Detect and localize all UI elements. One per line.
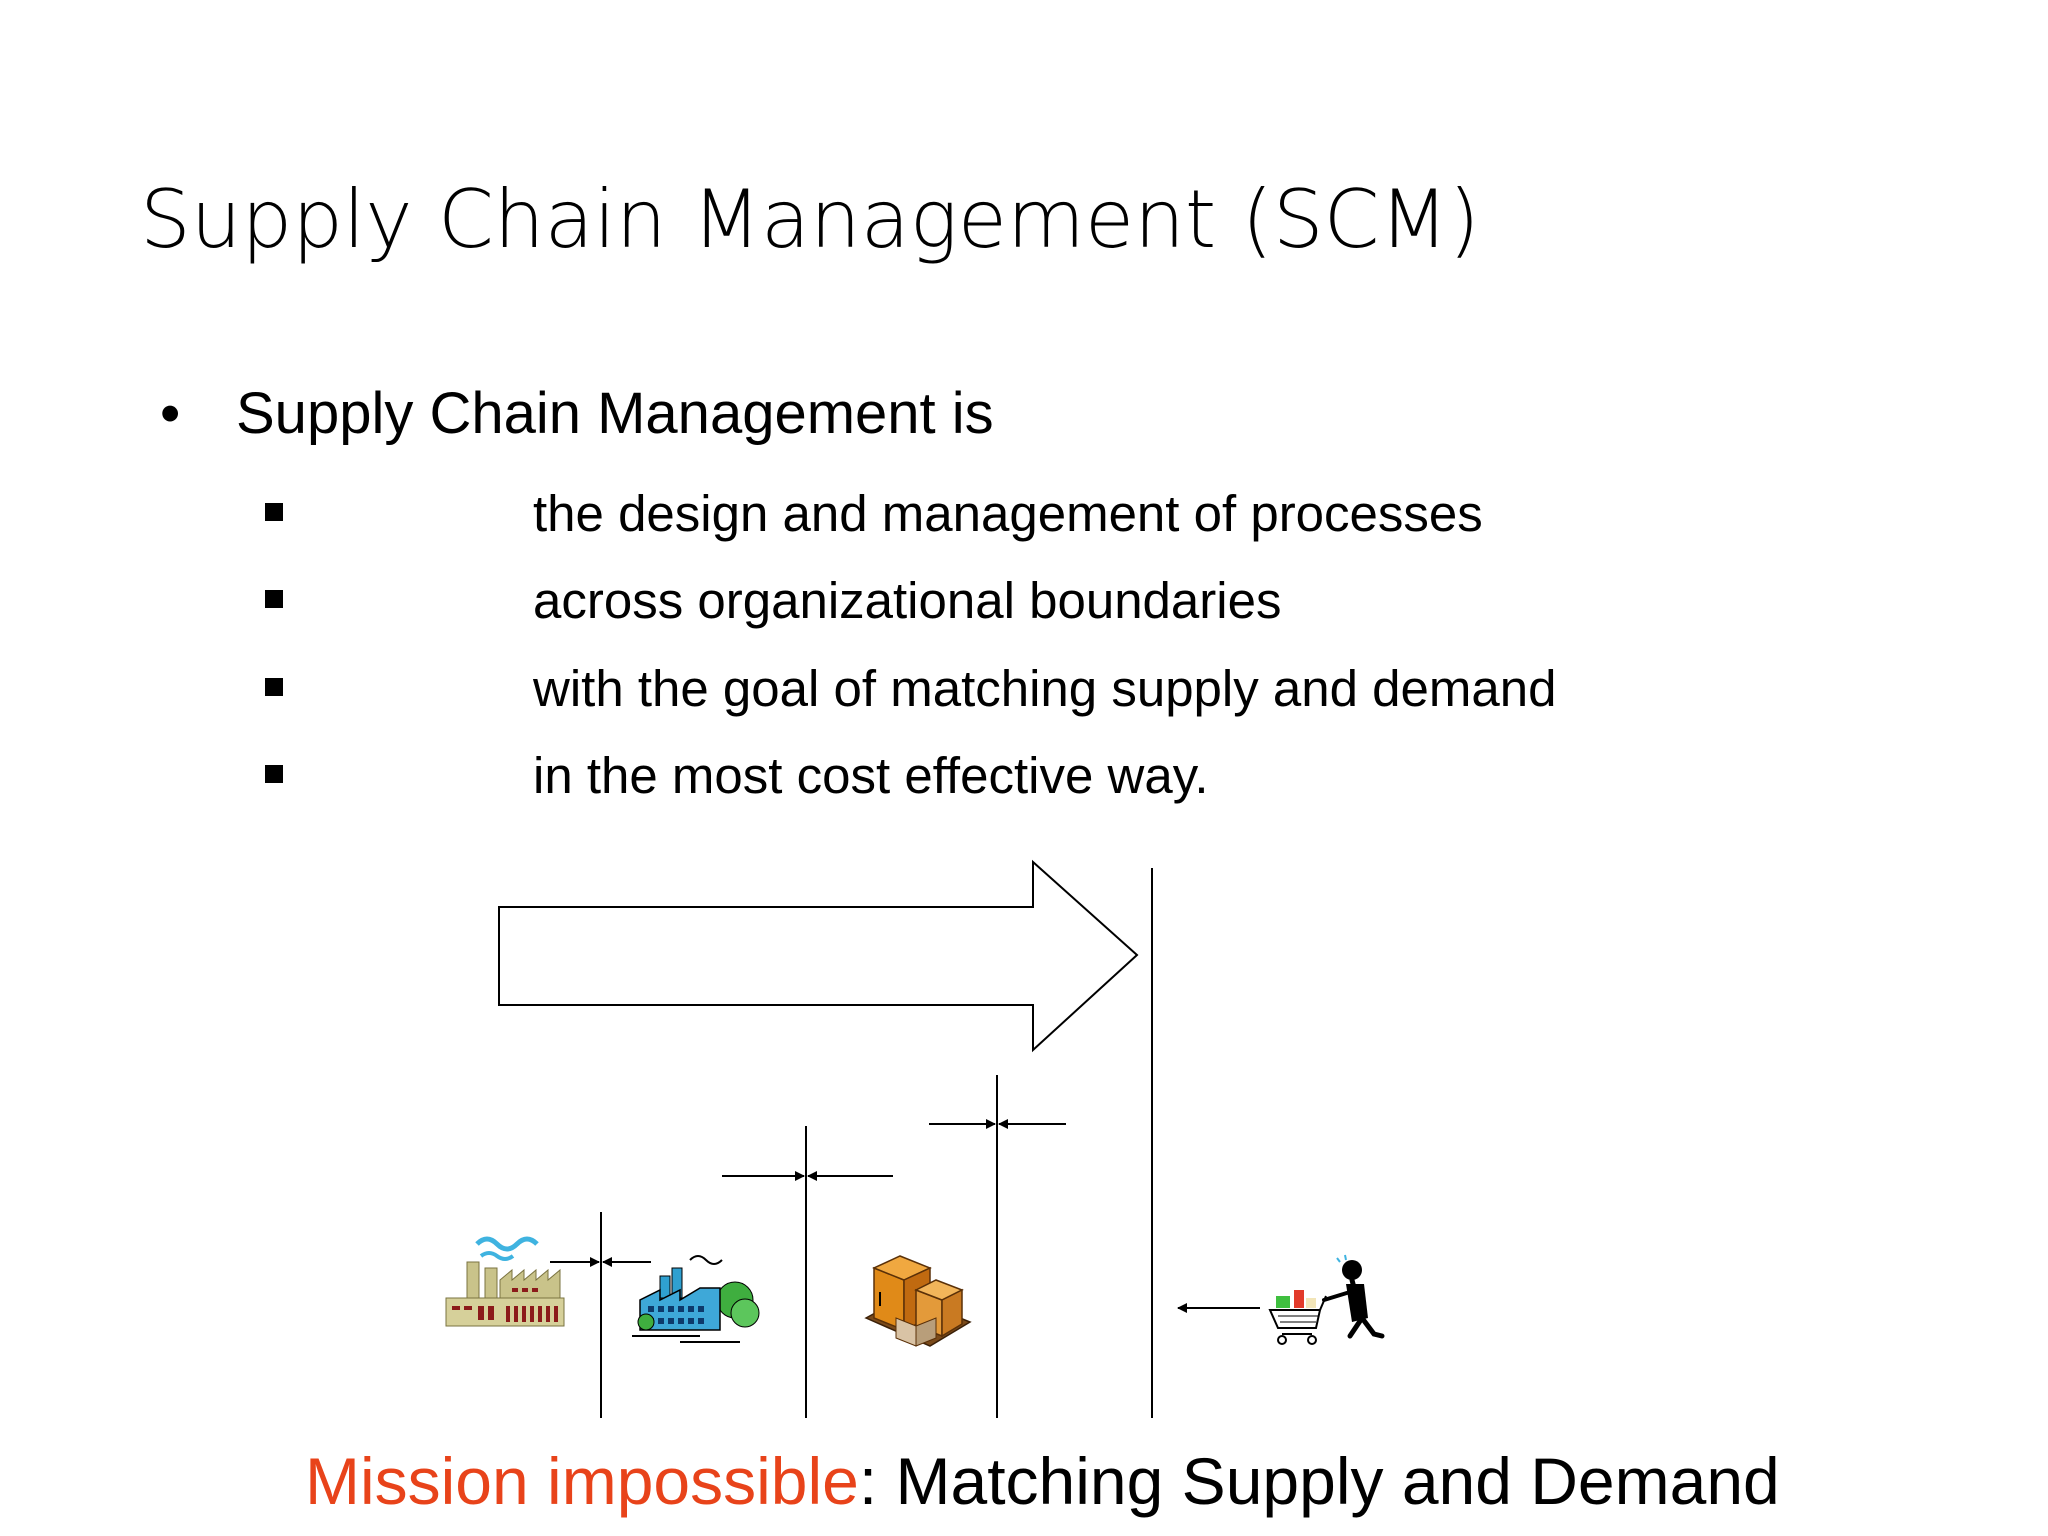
square-bullet-icon <box>265 765 283 783</box>
sub-item-text: with the goal of matching supply and dem… <box>533 660 1557 717</box>
slide-title: Supply Chain Management (SCM) <box>140 173 1480 266</box>
square-bullet-icon <box>265 678 283 696</box>
shopper-cart-icon <box>1268 1254 1385 1345</box>
sub-item-text: the design and management of processes <box>533 485 1483 542</box>
slide-caption: Mission impossible: Matching Supply and … <box>305 1448 1780 1514</box>
big-flow-arrow <box>498 859 1139 1053</box>
converging-arrows <box>550 1119 1260 1313</box>
caption-rest: : Matching Supply and Demand <box>858 1444 1780 1518</box>
main-bullet-text: Supply Chain Management is <box>236 381 994 446</box>
sub-item-text: in the most cost effective way. <box>533 747 1209 804</box>
plant-icon <box>632 1255 760 1343</box>
sub-item-text: across organizational boundaries <box>533 572 1282 629</box>
warehouse-boxes-icon <box>864 1255 972 1347</box>
bullet-dot: • <box>160 381 181 446</box>
square-bullet-icon <box>265 590 283 608</box>
factory-icon <box>445 1236 565 1327</box>
square-bullet-icon <box>265 503 283 521</box>
caption-highlight: Mission impossible <box>305 1444 859 1518</box>
